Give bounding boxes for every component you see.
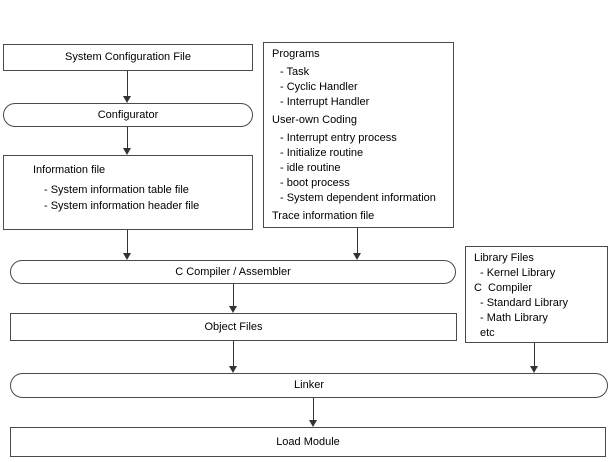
information-file-item: - System information table file xyxy=(44,184,189,196)
arrow-line xyxy=(534,343,535,367)
library-files-item: - Kernel Library xyxy=(480,267,556,279)
arrow-head-icon xyxy=(123,253,131,260)
arrow-head-icon xyxy=(530,366,538,373)
c-compiler-assembler-label: C Compiler / Assembler xyxy=(175,265,291,278)
library-files-title: Library Files xyxy=(474,252,534,264)
arrow-line xyxy=(233,284,234,307)
user-own-coding-title: User-own Coding xyxy=(272,114,357,126)
information-file-title: Information file xyxy=(33,164,106,176)
user-own-coding-item: - idle routine xyxy=(280,162,341,174)
arrow-information-file-to-compiler xyxy=(123,230,132,260)
arrow-head-icon xyxy=(229,366,237,373)
arrow-library-files-to-linker xyxy=(530,343,539,373)
configurator-label: Configurator xyxy=(97,108,159,121)
arrow-line xyxy=(233,341,234,367)
object-files-node: Object Files xyxy=(10,313,457,341)
load-module-label: Load Module xyxy=(276,435,340,448)
configurator-node: Configurator xyxy=(3,103,253,127)
arrow-head-icon xyxy=(229,306,237,313)
programs-title: Programs xyxy=(272,48,320,60)
arrow-head-icon xyxy=(123,96,131,103)
user-own-coding-item: - Interrupt entry process xyxy=(280,132,397,144)
system-configuration-file-node: System Configuration File xyxy=(3,44,253,71)
programs-node: Programs - Task - Cyclic Handler - Inter… xyxy=(263,42,454,228)
user-own-coding-item: - System dependent information xyxy=(280,192,436,204)
arrow-line xyxy=(357,228,358,254)
user-own-coding-item: - boot process xyxy=(280,177,350,189)
load-module-node: Load Module xyxy=(10,427,606,457)
c-compiler-assembler-node: C Compiler / Assembler xyxy=(10,260,456,284)
arrow-object-files-to-linker xyxy=(229,341,238,373)
linker-label: Linker xyxy=(294,379,324,391)
information-file-node: Information file - System information ta… xyxy=(3,155,253,230)
information-file-item: - System information header file xyxy=(44,200,200,212)
programs-item: - Interrupt Handler xyxy=(280,96,370,108)
arrow-programs-to-compiler xyxy=(353,228,362,260)
arrow-system-config-to-configurator xyxy=(123,71,132,103)
user-own-coding-item: - Initialize routine xyxy=(280,147,364,159)
arrow-line xyxy=(127,71,128,97)
programs-item: - Cyclic Handler xyxy=(280,81,358,93)
programs-item: - Task xyxy=(280,66,310,78)
arrow-linker-to-load-module xyxy=(309,398,318,427)
arrow-line xyxy=(127,230,128,254)
linker-node: Linker xyxy=(10,373,608,398)
arrow-line xyxy=(127,127,128,149)
trace-information-file-line: Trace information file xyxy=(272,210,375,222)
arrow-head-icon xyxy=(123,148,131,155)
system-configuration-file-label: System Configuration File xyxy=(65,51,191,63)
library-files-item: - Math Library xyxy=(480,312,548,324)
arrow-configurator-to-information-file xyxy=(123,127,132,155)
arrow-compiler-to-object-files xyxy=(229,284,238,313)
object-files-label: Object Files xyxy=(204,320,263,333)
arrow-head-icon xyxy=(309,420,317,427)
arrow-head-icon xyxy=(353,253,361,260)
arrow-line xyxy=(313,398,314,421)
library-files-node: Library Files - Kernel Library C Compile… xyxy=(465,246,608,343)
library-files-item: - Standard Library xyxy=(480,297,569,309)
library-files-etc-line: etc xyxy=(480,327,495,339)
library-files-c-compiler-line: C Compiler xyxy=(474,282,533,294)
